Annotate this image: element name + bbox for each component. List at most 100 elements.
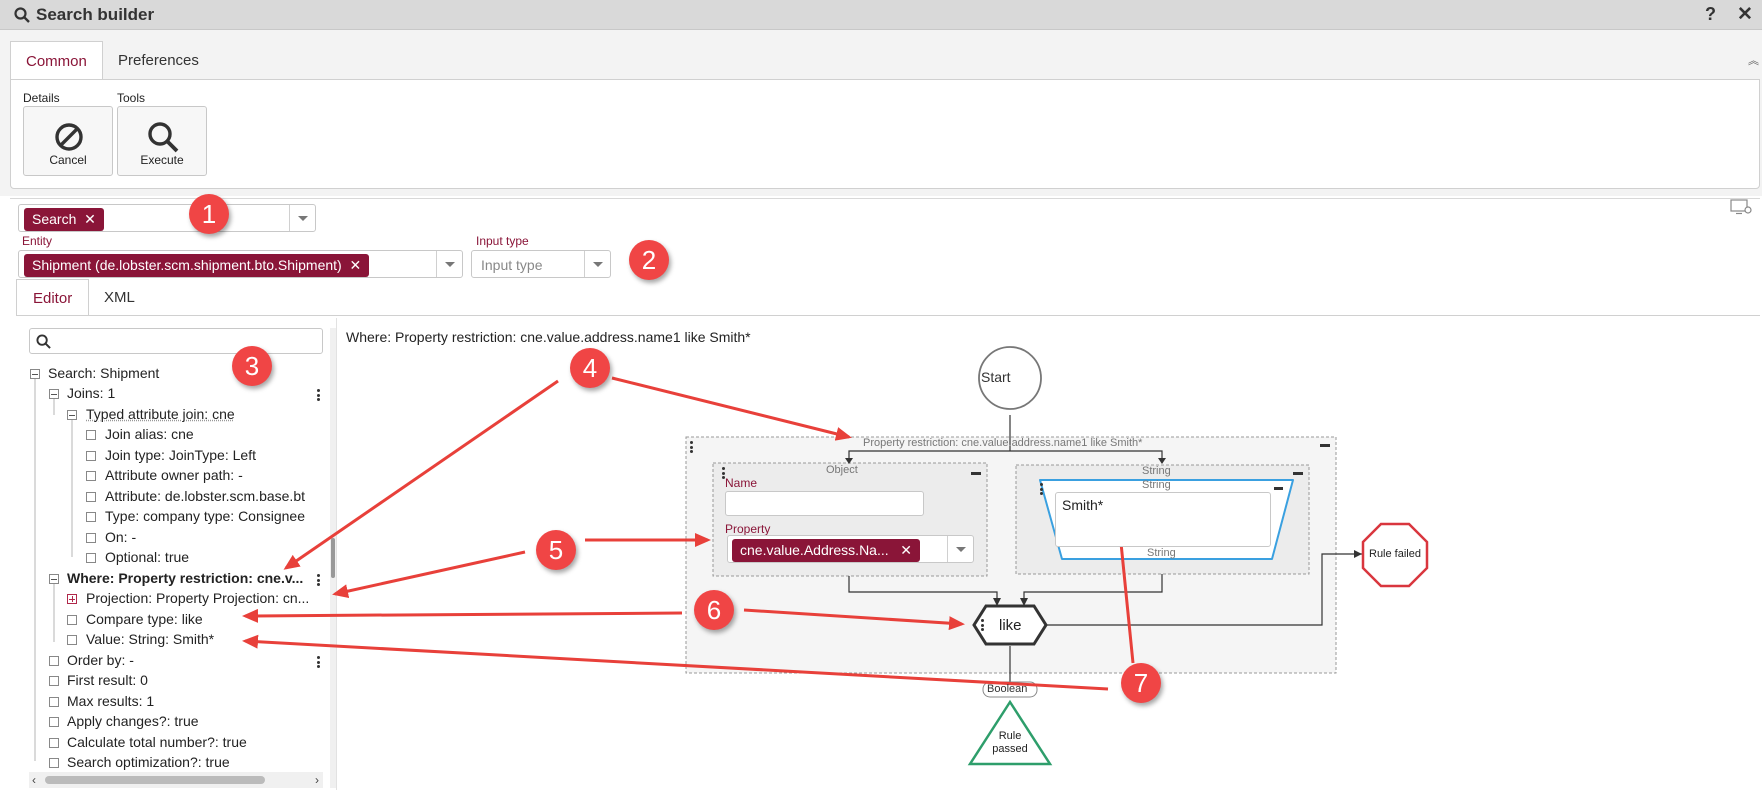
- property-chip[interactable]: cne.value.Address.Na... ✕: [732, 539, 921, 562]
- tree-item[interactable]: Typed attribute join: cne: [86, 406, 235, 422]
- input-type-label: Input type: [476, 234, 529, 248]
- remove-chip-icon[interactable]: ✕: [892, 542, 913, 558]
- tree-expand-icon[interactable]: [67, 594, 77, 604]
- tab-editor[interactable]: Editor: [16, 279, 90, 316]
- tree-item[interactable]: Projection: Property Projection: cn...: [86, 590, 310, 606]
- tree-item[interactable]: Max results: 1: [67, 693, 155, 709]
- rule-passed-shape: [967, 699, 1053, 766]
- tree-item[interactable]: Calculate total number?: true: [67, 734, 247, 750]
- minimize-icon[interactable]: [1320, 444, 1330, 447]
- tree-leaf-icon: [86, 430, 96, 440]
- tree-item[interactable]: Optional: true: [105, 549, 190, 565]
- monitor-settings-icon[interactable]: [1730, 199, 1752, 215]
- tree-item[interactable]: Joins: 1: [67, 385, 116, 401]
- property-selector[interactable]: cne.value.Address.Na... ✕: [727, 535, 974, 563]
- tree-item[interactable]: Join alias: cne: [105, 426, 194, 442]
- rule-passed-label: Rule passed: [992, 730, 1028, 755]
- tree-leaf-icon: [86, 553, 96, 563]
- tree-leaf-icon: [86, 471, 96, 481]
- tab-common[interactable]: Common: [10, 41, 103, 80]
- name-input[interactable]: [725, 491, 924, 516]
- tree-item[interactable]: Search: Shipment: [48, 365, 160, 381]
- group-label-details: Details: [23, 91, 60, 105]
- name-label: Name: [725, 476, 758, 490]
- annotation-badge-2: 2: [629, 240, 669, 280]
- tree-toggle-icon[interactable]: [49, 574, 59, 584]
- execute-button[interactable]: Execute: [117, 106, 207, 176]
- panel-divider[interactable]: [336, 318, 337, 790]
- minimize-icon[interactable]: [1293, 472, 1303, 475]
- entity-chip-label: Shipment (de.lobster.scm.shipment.bto.Sh…: [32, 257, 342, 273]
- string-value-textarea[interactable]: Smith*: [1055, 492, 1271, 547]
- string-outer-label: String: [1142, 465, 1171, 477]
- remove-chip-icon[interactable]: ✕: [80, 211, 96, 227]
- execute-button-label: Execute: [140, 153, 184, 167]
- minimize-icon[interactable]: [971, 472, 981, 475]
- tree-item[interactable]: Value: String: Smith*: [86, 631, 215, 647]
- title-bar: [0, 0, 1762, 30]
- close-icon[interactable]: ✕: [1737, 4, 1753, 25]
- kebab-menu-icon[interactable]: [1040, 483, 1044, 497]
- editor-divider: [16, 315, 1760, 316]
- like-operator-label: like: [999, 617, 1022, 634]
- boolean-label: Boolean: [987, 683, 1028, 695]
- collapse-ribbon-icon[interactable]: ︽: [1748, 55, 1759, 67]
- kebab-menu-icon[interactable]: [317, 389, 321, 403]
- tree-leaf-icon: [49, 656, 59, 666]
- property-chip-label: cne.value.Address.Na...: [740, 542, 889, 558]
- chevron-down-icon[interactable]: [584, 251, 610, 277]
- tree-item[interactable]: Attribute owner path: -: [105, 467, 243, 483]
- tree-toggle-icon[interactable]: [30, 369, 40, 379]
- entity-selector[interactable]: Shipment (de.lobster.scm.shipment.bto.Sh…: [18, 250, 463, 278]
- tree-item[interactable]: Search optimization?: true: [67, 754, 230, 770]
- tree-leaf-icon: [67, 615, 77, 625]
- tree-toggle-icon[interactable]: [67, 410, 77, 420]
- annotation-badge-6: 6: [694, 590, 734, 630]
- input-type-placeholder: Input type: [481, 257, 543, 273]
- input-type-selector[interactable]: Input type: [471, 250, 611, 278]
- tree-item-selected[interactable]: Where: Property restriction: cne.v...: [67, 570, 304, 586]
- cancel-button[interactable]: Cancel: [23, 106, 113, 176]
- kebab-menu-icon[interactable]: [317, 574, 321, 588]
- kebab-menu-icon[interactable]: [690, 441, 694, 455]
- annotation-badge-7: 7: [1121, 663, 1161, 703]
- start-label: Start: [981, 369, 1011, 385]
- rule-failed-shape: [1361, 522, 1429, 588]
- tree-item[interactable]: Apply changes?: true: [67, 713, 199, 729]
- minimize-icon[interactable]: [1274, 487, 1283, 490]
- search-chip[interactable]: Search ✕: [24, 208, 104, 231]
- tree-item[interactable]: First result: 0: [67, 672, 148, 688]
- kebab-menu-icon[interactable]: [317, 656, 321, 670]
- tree-item[interactable]: On: -: [105, 529, 137, 545]
- tree-leaf-icon: [67, 635, 77, 645]
- scroll-left-icon[interactable]: ‹: [32, 773, 36, 787]
- tree-vertical-scrollbar[interactable]: [330, 328, 336, 788]
- scroll-right-icon[interactable]: ›: [315, 773, 319, 787]
- help-icon[interactable]: ?: [1705, 4, 1716, 24]
- search-icon: [14, 7, 30, 23]
- remove-chip-icon[interactable]: ✕: [345, 257, 362, 273]
- tree-item[interactable]: Compare type: like: [86, 611, 203, 627]
- chevron-down-icon[interactable]: [436, 251, 462, 277]
- chevron-down-icon[interactable]: [947, 536, 973, 562]
- tree-item[interactable]: Join type: JoinType: Left: [105, 447, 256, 463]
- search-selector[interactable]: Search ✕: [18, 204, 316, 232]
- tree-item[interactable]: Order by: -: [67, 652, 134, 668]
- cancel-icon: [55, 123, 83, 151]
- tree-toggle-icon[interactable]: [49, 389, 59, 399]
- tree-item[interactable]: Type: company type: Consignee: [105, 508, 306, 524]
- kebab-menu-icon[interactable]: [981, 619, 985, 633]
- window-title: Search builder: [36, 5, 155, 24]
- tree-search-input[interactable]: [29, 328, 323, 354]
- entity-label: Entity: [22, 234, 53, 248]
- tab-xml[interactable]: XML: [104, 289, 135, 306]
- kebab-menu-icon[interactable]: [722, 467, 726, 481]
- annotation-badge-5: 5: [536, 530, 576, 570]
- search-icon: [148, 122, 179, 153]
- cancel-button-label: Cancel: [49, 153, 87, 167]
- tab-preferences[interactable]: Preferences: [118, 52, 199, 69]
- entity-chip[interactable]: Shipment (de.lobster.scm.shipment.bto.Sh…: [24, 254, 370, 277]
- tree-item[interactable]: Attribute: de.lobster.scm.base.bt: [105, 488, 305, 504]
- chevron-down-icon[interactable]: [289, 205, 315, 231]
- tree-horizontal-scrollbar[interactable]: ‹ ›: [29, 772, 323, 788]
